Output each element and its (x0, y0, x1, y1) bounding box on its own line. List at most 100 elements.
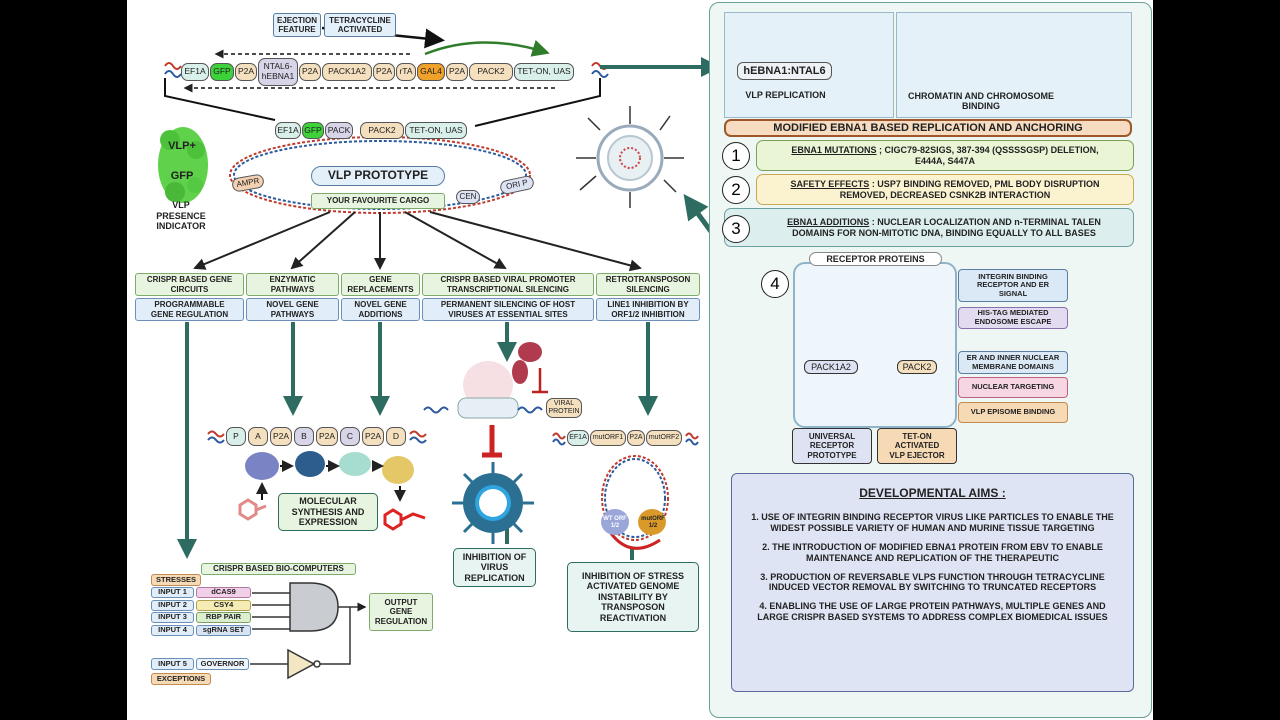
gene-p2a: P2A (235, 63, 257, 81)
and-gate-icon (289, 582, 339, 632)
stresses-label: STRESSES (151, 574, 201, 586)
promoter-p: P (226, 427, 246, 446)
aim-1: 1. USE OF INTEGRIN BINDING RECEPTOR VIRU… (751, 512, 1114, 534)
gene-pack2: PACK2 (469, 63, 513, 81)
gene-ntal6-hebna1: NTAL6- hEBNA1 (258, 58, 298, 86)
chromatin-panel (896, 12, 1132, 118)
number-3-circle: 3 (722, 215, 750, 243)
orf-construct: EF1A mutORF1 P2A mutORF2 (567, 430, 682, 446)
aims-title: DEVELOPMENTAL AIMS : (859, 486, 1006, 500)
gfp-protein-icon (158, 127, 208, 203)
gene-mutorf2: mutORF2 (646, 430, 682, 446)
nuclear-targeting-tag: NUCLEAR TARGETING (958, 377, 1068, 398)
orf-plasmid-icon (601, 455, 669, 550)
gene-c: C (340, 427, 360, 446)
category-gene-replacements: GENE REPLACEMENTS (341, 273, 420, 296)
gene-p2a: P2A (627, 430, 645, 446)
ejection-feature-label: EJECTION FEATURE (273, 13, 321, 37)
gene-p2a: P2A (362, 427, 384, 446)
integrin-binding-tag: INTEGRIN BINDING RECEPTOR AND ER SIGNAL (958, 269, 1068, 302)
input-1-value: dCAS9 (196, 587, 251, 598)
molecule-icons (238, 498, 426, 531)
gene-gfp: GFP (302, 122, 324, 139)
category-retrotransposon: RETROTRANSPOSON SILENCING (596, 273, 700, 296)
crispr-silencing-icon (423, 342, 548, 458)
mut-orf-label: mutORF 1/2 (641, 516, 665, 529)
tetracycline-activated-label: TETRACYCLINE ACTIVATED (324, 13, 396, 37)
input-3-value: RBP PAIR (196, 612, 251, 623)
category-arrows (193, 211, 642, 272)
number-4-circle: 4 (761, 270, 789, 298)
gene-a: A (248, 427, 268, 446)
not-gate-icon (287, 648, 321, 680)
promoter-teton-uas: TET-ON, UAS (514, 63, 574, 81)
gene-p2a: P2A (270, 427, 292, 446)
aim-3: 3. PRODUCTION OF REVERSABLE VLPS FUNCTIO… (760, 571, 1105, 593)
gene-pack2: PACK2 (360, 122, 404, 139)
input-5-label: INPUT 5 (151, 658, 194, 670)
gene-p2a: P2A (299, 63, 321, 81)
cen-element: CEN (456, 190, 480, 204)
gfp-label: GFP (170, 169, 194, 182)
input-4-label: INPUT 4 (151, 625, 194, 636)
category-gene-replacements-detail: NOVEL GENE ADDITIONS (341, 298, 420, 321)
gene-mutorf1: mutORF1 (590, 430, 626, 446)
vlp-prototype-title: VLP PROTOTYPE (311, 166, 445, 186)
gene-ef1a: EF1A (567, 430, 589, 446)
input-4-value: sgRNA SET (196, 625, 251, 636)
wt-orf-label: WT ORF 1/2 (603, 516, 627, 529)
category-viral-silencing-detail: PERMANENT SILENCING OF HOST VIRUSES AT E… (422, 298, 594, 321)
category-enzymatic-detail: NOVEL GENE PATHWAYS (246, 298, 339, 321)
gene-ef1a: EF1A (181, 63, 209, 81)
viral-protein-label: VIRAL PROTEIN (546, 398, 582, 418)
aim-4: 4. ENABLING THE USE OF LARGE PROTEIN PAT… (757, 601, 1108, 622)
ebna1-additions-title: EBNA1 ADDITIONS (787, 216, 870, 227)
ebna1-additions-text: : NUCLEAR LOCALIZATION AND n-TERMINAL TA… (792, 216, 1101, 238)
ebna1-heading: MODIFIED EBNA1 BASED REPLICATION AND ANC… (724, 119, 1132, 137)
construct-bottom: EF1A GFP PACK PACK2 TET-ON, UAS (275, 122, 467, 139)
enzyme-icons (245, 451, 414, 502)
number-2-circle: 2 (722, 176, 750, 204)
molecular-synthesis-box: MOLECULAR SYNTHESIS AND EXPRESSION (278, 493, 378, 531)
safety-effects-text: : USP7 BINDING REMOVED, PML BODY DISRUPT… (839, 178, 1100, 200)
gene-gal4: GAL4 (417, 63, 445, 81)
funnel-left (164, 78, 276, 121)
gene-p2a: P2A (446, 63, 468, 81)
er-membrane-tag: ER AND INNER NUCLEAR MEMBRANE DOMAINS (958, 351, 1068, 374)
cargo-label: YOUR FAVOURITE CARGO (311, 193, 445, 209)
promoter-teton-uas: TET-ON, UAS (405, 122, 467, 139)
ebna1-mutations-title: EBNA1 MUTATIONS (791, 144, 877, 155)
safety-effects-box: SAFETY EFFECTS : USP7 BINDING REMOVED, P… (756, 174, 1134, 205)
aim-2: 2. THE INTRODUCTION OF MODIFIED EBNA1 PR… (762, 541, 1103, 563)
dna-strand-pathway (207, 430, 427, 444)
virus-icon (452, 462, 534, 544)
developmental-aims-box: DEVELOPMENTAL AIMS : 1. USE OF INTEGRIN … (731, 473, 1134, 692)
vlp-plus-label: VLP+ (168, 139, 196, 152)
inhibition-virus-box: INHIBITION OF VIRUS REPLICATION (453, 548, 536, 587)
category-crispr-circuits: CRISPR BASED GENE CIRCUITS (135, 273, 244, 296)
pack2-label: PACK2 (897, 360, 937, 374)
vlp-particle-icon (576, 106, 684, 208)
gene-ef1a: EF1A (275, 122, 301, 139)
inhibition-stress-box: INHIBITION OF STRESS ACTIVATED GENOME IN… (567, 562, 699, 632)
gene-pack1a2: PACK1A2 (322, 63, 372, 81)
ebna1-mutations-box: EBNA1 MUTATIONS ; CIGC79-82SIGS, 387-394… (756, 140, 1134, 171)
chromatin-caption: CHROMATIN AND CHROMOSOME BINDING (908, 90, 1054, 111)
pathway-construct: P A P2A B P2A C P2A D (226, 427, 406, 446)
gene-pack: PACK (325, 122, 353, 139)
gene-b: B (294, 427, 314, 446)
exceptions-label: EXCEPTIONS (151, 673, 211, 685)
teton-ejector-box: TET-ON ACTIVATED VLP EJECTOR (877, 428, 957, 464)
governor-label: GOVERNOR (196, 658, 249, 670)
gene-p2a: P2A (316, 427, 338, 446)
input-2-label: INPUT 2 (151, 600, 194, 611)
universal-receptor-box: UNIVERSAL RECEPTOR PROTOTYPE (792, 428, 872, 464)
input-3-label: INPUT 3 (151, 612, 194, 623)
funnel-right (474, 78, 601, 127)
ebna1-additions-box: EBNA1 ADDITIONS : NUCLEAR LOCALIZATION A… (724, 208, 1134, 247)
gene-gfp: GFP (210, 63, 234, 81)
biocomputer-title: CRISPR BASED BIO-COMPUTERS (201, 563, 356, 575)
output-gene-regulation-box: OUTPUT GENE REGULATION (369, 593, 433, 631)
input-2-value: CSY4 (196, 600, 251, 611)
number-1-circle: 1 (722, 142, 750, 170)
